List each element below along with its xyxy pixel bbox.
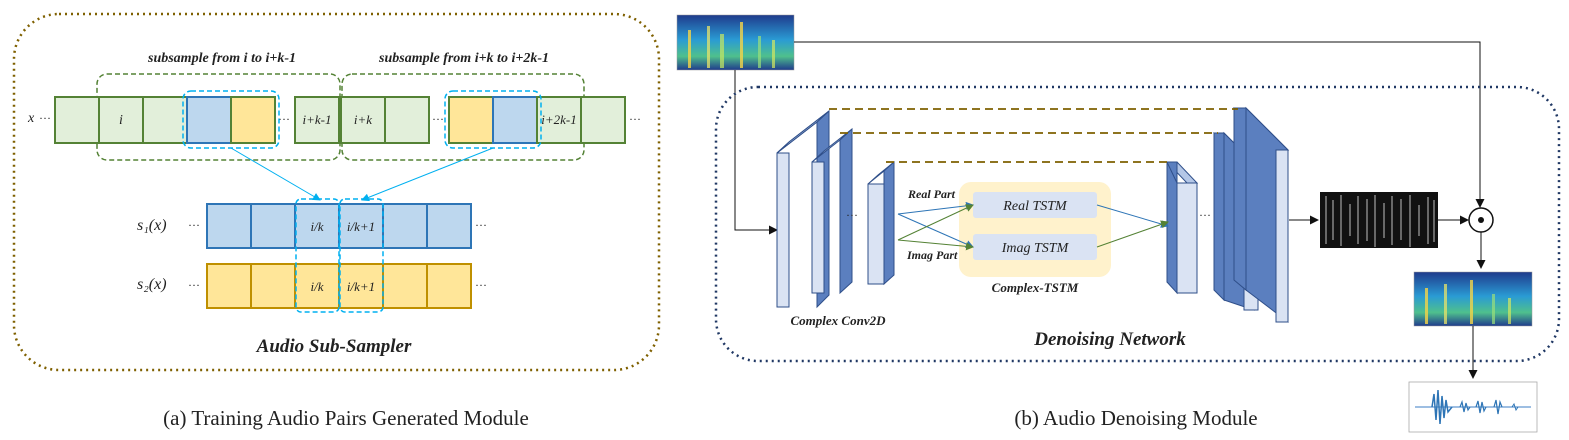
x-label: x [27,111,35,126]
complex-conv2d-label: Complex Conv2D [791,313,887,328]
s2-cell [426,263,472,309]
real-part-label: Real Part [907,187,956,201]
panel-a: subsample from i to i+k-1 subsample from… [12,12,661,430]
s1-cell [382,203,428,249]
panel-b-caption: (b) Audio Denoising Module [1014,406,1257,430]
s1-sequence [206,203,472,249]
s2-label: s₂(x) [137,276,167,293]
subsample-label-1: subsample from i to i+k-1 [147,51,296,66]
denoising-network-title: Denoising Network [1033,329,1186,350]
s1-cell-label-ik: i/k [311,219,324,234]
panel-b: ··· ··· [676,14,1561,433]
mask-spectrogram [1320,192,1438,248]
encoder-layer-2 [811,127,853,295]
input-spectrogram [676,14,795,71]
output-spectrogram [1413,271,1533,327]
s2-trailing-ellipsis: ··· [475,278,487,292]
encoder-ellipsis: ··· [846,208,858,222]
s2-cell-label-ik1: i/k+1 [347,279,375,294]
output-waveform [1408,381,1538,433]
imag-part-label: Imag Part [906,248,958,262]
s2-cell [206,263,252,309]
imag-tstm-label: Imag TSTM [1001,241,1070,256]
arrow-to-s1-col1 [230,147,321,201]
real-tstm-out-arrow [1096,204,1169,228]
x-cell [294,96,340,144]
x-cell-label-i-2k-1: i+2k-1 [541,112,576,127]
imag-tstm-box[interactable] [973,234,1097,260]
x-cell-label-i-k-1: i+k-1 [303,112,332,127]
s1-cell-label-ik1: i/k+1 [347,219,375,234]
x-cell-yellow [448,96,494,144]
x-cell [580,96,626,144]
s2-cell-label-ik: i/k [311,279,324,294]
imag-to-real-arrow [897,204,974,241]
x-mid-ellipsis-2: ··· [432,112,444,126]
multiply-dot [1478,217,1484,223]
audio-sub-sampler-box [12,12,661,372]
decoder-ellipsis: ··· [1199,208,1211,222]
x-leading-ellipsis: ··· [39,111,51,125]
input-to-encoder-line [734,70,778,235]
x-cell [142,96,188,144]
real-tstm-label: Real TSTM [1002,199,1068,214]
subsample-label-2: subsample from i+k to i+2k-1 [378,51,549,66]
decoder-layer-3 [1232,106,1290,324]
imag-part-arrow [897,239,974,251]
complex-tstm-label: Complex-TSTM [992,280,1079,295]
s2-leading-ellipsis: ··· [188,278,200,292]
x-cell [384,96,430,144]
column-highlight-ik1 [339,198,384,313]
x-cell-blue [186,96,232,144]
x-cell-label-i-k: i+k [354,112,372,127]
s1-cell [250,203,296,249]
s1-leading-ellipsis: ··· [188,218,200,232]
x-cell-blue [492,96,538,144]
real-part-arrow [897,201,974,215]
x-cell [340,96,386,144]
s2-cell [250,263,296,309]
x-mid-ellipsis-1: ··· [278,112,290,126]
s1-label: s₁(x) [137,217,167,234]
x-cell-yellow [230,96,276,144]
audio-sub-sampler-title: Audio Sub-Sampler [256,336,412,357]
column-highlight-ik [295,198,340,313]
s2-cell [382,263,428,309]
imag-tstm-out-arrow [1096,220,1169,248]
x-cell [54,96,100,144]
denoising-network-box [714,85,1561,363]
arrow-to-s1-col2 [361,147,494,202]
s1-trailing-ellipsis: ··· [475,218,487,232]
encoder-layer-3 [867,160,895,286]
x-sequence [54,96,626,144]
panel-a-caption: (a) Training Audio Pairs Generated Modul… [163,406,529,430]
s1-cell [206,203,252,249]
s1-cell [294,203,340,249]
s1-cell [426,203,472,249]
x-cell-label-i: i [119,113,123,128]
x-trailing-ellipsis: ··· [629,112,641,126]
decoder-layer-1 [1165,161,1199,295]
real-tstm-box[interactable] [973,192,1097,218]
skip-connection-line [794,41,1485,208]
real-to-imag-arrow [897,213,974,248]
s1-cell [338,203,384,249]
x-cell [98,96,144,144]
